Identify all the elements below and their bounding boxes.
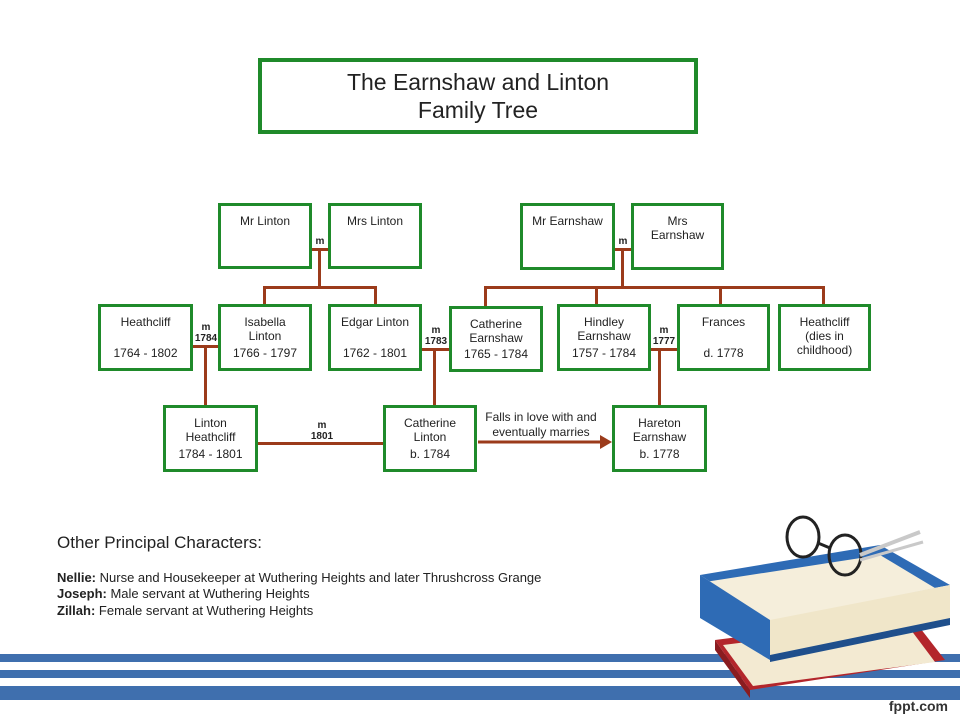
person-linton-heathcliff: Linton Heathcliff 1784 - 1801 — [163, 405, 258, 472]
stripe — [0, 654, 960, 662]
person-mr-earnshaw: Mr Earnshaw — [520, 203, 615, 270]
person-hindley-earnshaw: Hindley Earnshaw 1757 - 1784 — [557, 304, 651, 371]
person-heathcliff: Heathcliff 1764 - 1802 — [98, 304, 193, 371]
marriage-label-earnshaw-parents: m — [618, 236, 628, 247]
person-mr-linton: Mr Linton — [218, 203, 312, 269]
person-frances: Frances d. 1778 — [677, 304, 770, 371]
marries-arrow — [478, 435, 612, 449]
person-hareton-earnshaw: Hareton Earnshaw b. 1778 — [612, 405, 707, 472]
stripe — [0, 670, 960, 678]
person-catherine-earnshaw: Catherine Earnshaw 1765 - 1784 — [449, 306, 543, 372]
marriage-label-edgar-catherine: m 1783 — [424, 325, 448, 347]
title-line-2: Family Tree — [417, 97, 539, 123]
person-mrs-earnshaw: Mrs Earnshaw — [631, 203, 724, 270]
books-illustration-icon — [700, 515, 950, 698]
marriage-label-heathcliff-isabella: m 1784 — [194, 322, 218, 344]
footer-brand: fppt.com — [888, 698, 948, 714]
character-item: Zillah: Female servant at Wuthering Heig… — [57, 603, 314, 618]
diagram-title: The Earnshaw and Linton Family Tree — [258, 58, 698, 134]
person-catherine-linton: Catherine Linton b. 1784 — [383, 405, 477, 472]
stripe — [0, 686, 960, 700]
marriage-label-hindley-frances: m 1777 — [652, 325, 676, 347]
arrow-note: Falls in love with and eventually marrie… — [485, 410, 597, 439]
marriage-label-linton-catherine: m 1801 — [310, 420, 334, 442]
person-mrs-linton: Mrs Linton — [328, 203, 422, 269]
marriage-label-linton-parents: m — [315, 236, 325, 247]
other-characters-heading: Other Principal Characters: — [57, 533, 263, 552]
title-line-1: The Earnshaw and Linton — [346, 69, 610, 95]
character-item: Nellie: Nurse and Housekeeper at Wutheri… — [57, 570, 542, 585]
person-edgar-linton: Edgar Linton 1762 - 1801 — [328, 304, 422, 371]
character-item: Joseph: Male servant at Wuthering Height… — [57, 586, 310, 601]
person-isabella-linton: Isabella Linton 1766 - 1797 — [218, 304, 312, 371]
person-heathcliff-child: Heathcliff (dies in childhood) — [778, 304, 871, 371]
